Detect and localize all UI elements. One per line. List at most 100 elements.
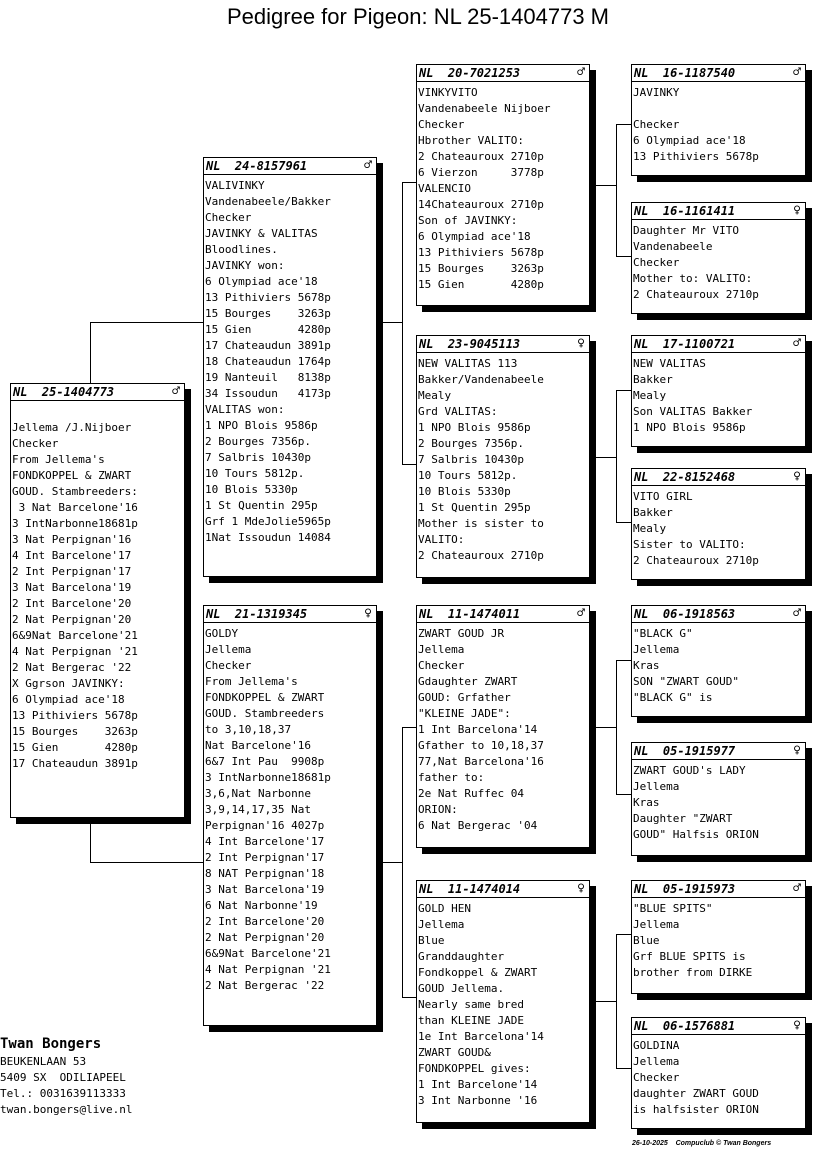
card-line: 1 NPO Blois 9586p — [633, 421, 746, 434]
owner-phone: Tel.: 0031639113333 — [0, 1087, 126, 1100]
card-line: 15 Bourges 3263p — [12, 725, 138, 738]
male-icon: ♂ — [793, 336, 801, 351]
card-line: "BLACK G" is — [633, 691, 713, 704]
male-icon: ♂ — [793, 606, 801, 621]
card-line: 34 Issoudun 4173p — [205, 387, 331, 400]
card-line: 2 Nat Bergerac '22 — [205, 979, 325, 992]
card-line: Perpignan'16 4027p — [205, 819, 325, 832]
card-line: Kras — [633, 796, 660, 809]
card-line: Fondkoppel & ZWART — [418, 966, 538, 979]
card-line: Jellema — [633, 643, 680, 656]
card-header: NL 23-9045113♀ — [417, 336, 589, 353]
card-line: to 3,10,18,37 — [205, 723, 292, 736]
card-line: From Jellema's — [12, 453, 105, 466]
pedigree-card-sire-sire: NL 20-7021253♂ VINKYVITO Vandenabeele Nijb… — [416, 64, 590, 306]
card-line: 2 Int Perpignan'17 — [205, 851, 325, 864]
ring-number: NL 06-1918563 — [634, 607, 736, 621]
card-line: 3,6,Nat Narbonne — [205, 787, 311, 800]
card-header: NL 20-7021253♂ — [417, 65, 589, 82]
card-line: ORION: — [418, 803, 458, 816]
owner-city: 5409 SX ODILIAPEEL — [0, 1071, 126, 1084]
card-line: Checker — [633, 1071, 680, 1084]
card-header: NL 11-1474011♂ — [417, 606, 589, 623]
female-icon: ♀ — [577, 336, 585, 351]
card-line: VINKYVITO — [418, 86, 478, 99]
card-line: Jellema /J.Nijboer — [12, 421, 132, 434]
card-line: 2 Nat Perpignan'20 — [12, 613, 132, 626]
card-header: NL 05-1915977♀ — [632, 743, 805, 760]
card-header: NL 16-1187540♂ — [632, 65, 805, 82]
card-line: SON "ZWART GOUD" — [633, 675, 739, 688]
card-line: Mother is sister to — [418, 517, 544, 530]
card-line: Checker — [12, 437, 59, 450]
card-line: 3 Nat Barcelona'19 — [205, 883, 325, 896]
card-line: 4 Int Barcelone'17 — [12, 549, 132, 562]
card-line: 10 Tours 5812p. — [205, 467, 305, 480]
female-icon: ♀ — [793, 1018, 801, 1033]
card-line: 2 Int Barcelone'20 — [12, 597, 132, 610]
card-line: Checker — [418, 118, 465, 131]
owner-address: BEUKENLAAN 53 — [0, 1055, 87, 1068]
card-line: 15 Bourges 3263p — [205, 307, 331, 320]
female-icon: ♀ — [793, 743, 801, 758]
card-line: 2 Chateauroux 2710p — [633, 554, 759, 567]
card-line — [633, 101, 805, 117]
card-line: daughter ZWART GOUD — [633, 1087, 759, 1100]
card-line: Jellema — [418, 918, 465, 931]
card-line: Son VALITAS Bakker — [633, 405, 753, 418]
card-line: NEW VALITAS 113 — [418, 357, 518, 370]
card-line: FONDKOPPEL & ZWART — [205, 691, 325, 704]
card-header: NL 16-1161411♀ — [632, 203, 805, 220]
card-line: is halfsister ORION — [633, 1103, 759, 1116]
card-line: 3 Nat Barcelone'16 — [12, 501, 138, 514]
card-line: GOLDINA — [633, 1039, 680, 1052]
card-line: Gdaughter ZWART — [418, 675, 518, 688]
card-line: 15 Gien 4280p — [205, 323, 331, 336]
card-line: Jellema — [418, 643, 465, 656]
card-line: 1 Int Barcelona'14 — [418, 723, 538, 736]
card-line: Jellema — [205, 643, 252, 656]
female-icon: ♀ — [793, 203, 801, 218]
card-line: 3 Nat Barcelona'19 — [12, 581, 132, 594]
card-line: Vandenabeele Nijboer — [418, 102, 551, 115]
card-line: 6&9Nat Barcelone'21 — [12, 629, 138, 642]
card-line: 15 Bourges 3263p — [418, 262, 544, 275]
card-line: "BLACK G" — [633, 627, 693, 640]
card-line: 6 Vierzon 3778p — [418, 166, 544, 179]
card-line: 2 Bourges 7356p. — [205, 435, 311, 448]
female-icon: ♀ — [364, 606, 372, 621]
card-line: 6 Olympiad ace'18 — [418, 230, 531, 243]
ring-number: NL 11-1474011 — [419, 607, 521, 621]
card-header: NL 21-1319345 ♀ — [204, 606, 376, 623]
card-line: Son of JAVINKY: — [418, 214, 518, 227]
card-line: GOUD. Stambreeders — [205, 707, 325, 720]
owner-block: Twan Bongers BEUKENLAAN 53 5409 SX ODILI… — [0, 1034, 132, 1118]
male-icon: ♂ — [172, 384, 180, 399]
card-line: 1 NPO Blois 9586p — [205, 419, 318, 432]
ring-number: NL 21-1319345 — [206, 607, 308, 621]
card-line: 2 Int Perpignan'17 — [12, 565, 132, 578]
ring-number: NL 20-7021253 — [419, 66, 521, 80]
card-line: "BLUE SPITS" — [633, 902, 713, 915]
card-line: X Ggrson JAVINKY: — [12, 677, 125, 690]
card-line: 6 Nat Bergerac '04 — [418, 819, 538, 832]
card-line: 6&9Nat Barcelone'21 — [205, 947, 331, 960]
card-line: 2 Chateauroux 2710p — [418, 549, 544, 562]
card-line: Daughter "ZWART — [633, 812, 733, 825]
card-line: NEW VALITAS — [633, 357, 706, 370]
card-header: NL 17-1100721♂ — [632, 336, 805, 353]
female-icon: ♀ — [793, 469, 801, 484]
card-line: Gfather to 10,18,37 — [418, 739, 544, 752]
card-line: VALITAS won: — [205, 403, 285, 416]
card-line: GOLDY — [205, 627, 239, 640]
card-line: ZWART GOUD& — [418, 1046, 491, 1059]
card-header: NL 11-1474014♀ — [417, 881, 589, 898]
